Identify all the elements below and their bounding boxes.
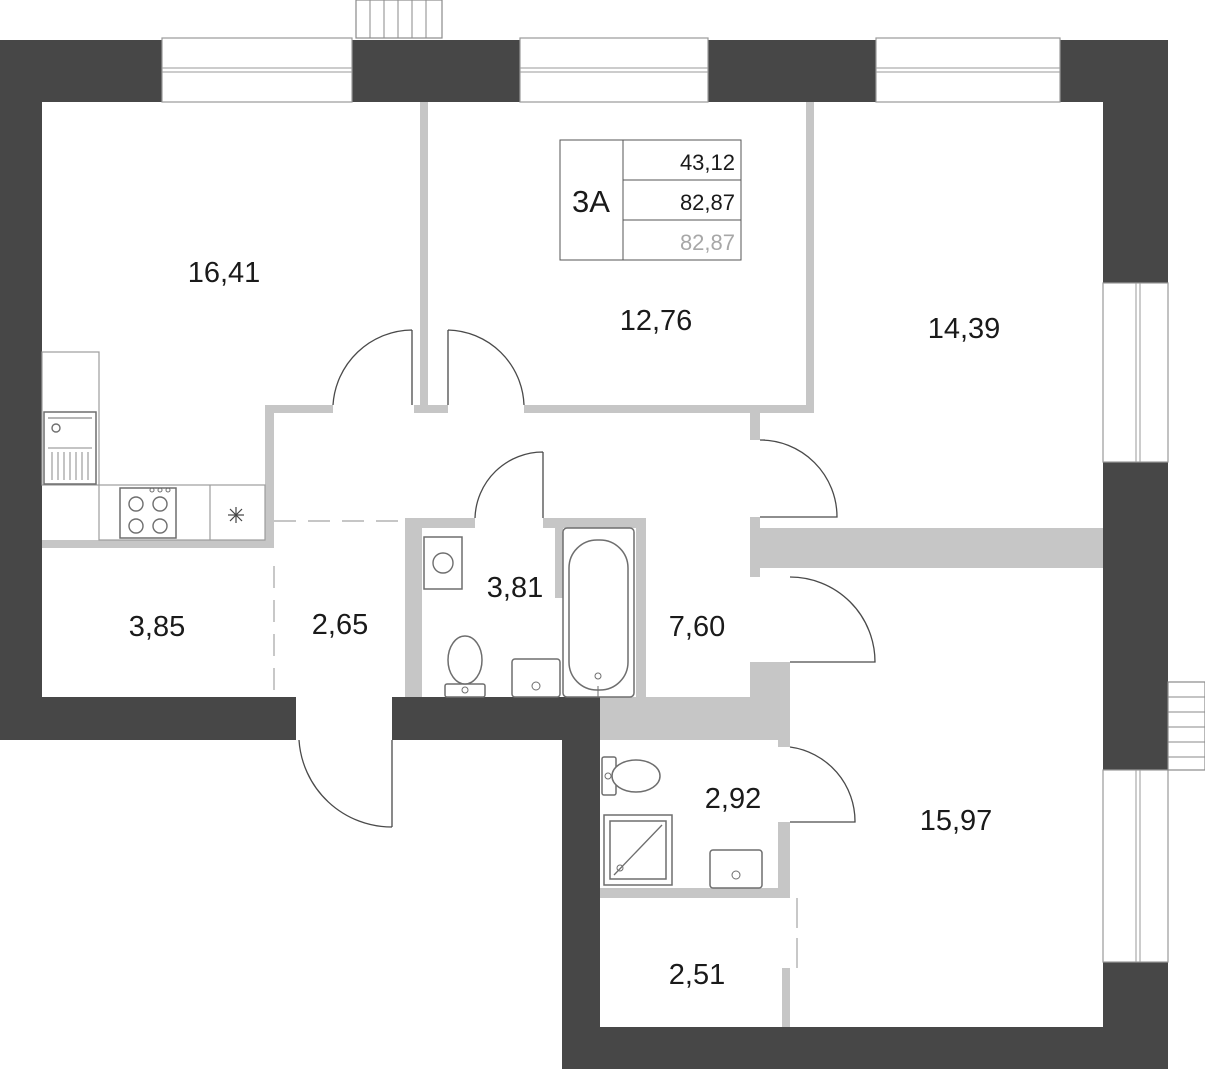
room-area-bathroom: 3,81 [487,572,543,604]
room-area-bedroom-bottom: 15,97 [920,805,993,837]
window-top-center [519,37,709,103]
radiator [1167,681,1205,771]
room-area-entrance-hall: 2,65 [312,609,368,641]
room-area-storage-left: 3,85 [129,611,185,643]
door-bedroom-right [759,439,838,518]
windows [161,37,1169,963]
door-bedroom-center [447,329,525,406]
living-area-value: 43,12 [680,150,735,175]
door-bedroom-bottom [789,576,876,663]
kitchen-fixtures [41,351,266,541]
toilet-icon [444,635,486,698]
interior-partitions [42,102,1103,1027]
window-top-left [161,37,353,103]
bathroom-fixtures [423,527,635,698]
apartment-info-table: 3А 43,12 82,87 82,87 [559,139,742,261]
room-labels: 16,41 12,76 14,39 3,85 2,65 3,81 7,60 2,… [129,257,1001,991]
room-area-corridor: 7,60 [669,611,725,643]
apartment-code: 3А [572,184,610,219]
room-area-wardrobe: 2,51 [669,959,725,991]
washing-machine-icon [423,536,463,590]
balcony-railing [355,0,443,39]
door-entrance [298,739,393,828]
door-bathroom [474,451,544,519]
room-area-kitchen-living: 16,41 [188,257,261,289]
doors [298,329,876,828]
wc-fixtures [601,756,763,889]
window-top-right [875,37,1061,103]
washbasin-icon-2 [709,849,763,889]
room-area-wc-shower: 2,92 [705,783,761,815]
zone-divider-lines [273,520,798,968]
room-area-bedroom-right: 14,39 [928,313,1001,345]
toilet-icon-2 [601,756,661,796]
bathtub-icon [562,527,635,698]
exterior-walls [0,40,1168,1069]
stove-icon [119,487,177,539]
total-area-alt-value: 82,87 [680,230,735,255]
shower-icon [603,814,673,886]
washbasin-icon [511,658,561,698]
door-kitchen [332,329,413,406]
room-area-bedroom-center: 12,76 [620,305,693,337]
door-wc [789,746,856,823]
total-area-value: 82,87 [680,190,735,215]
ventilation-icon [228,507,244,523]
